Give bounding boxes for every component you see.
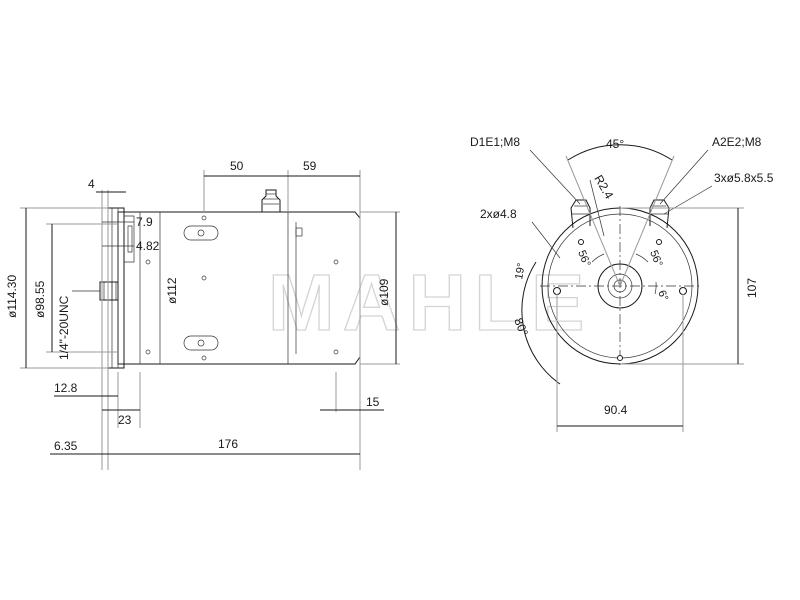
dim-112: ø112 — [165, 277, 179, 304]
mount-block-top — [183, 225, 219, 241]
label-holes-3x: 3xø5.8x5.5 — [714, 171, 774, 185]
flange-bracket — [124, 215, 135, 263]
rivet — [201, 215, 207, 221]
mount-hole — [617, 355, 623, 361]
dim-176: 176 — [218, 437, 238, 451]
dim-23: 23 — [118, 413, 132, 427]
label-d1e1: D1E1;M8 — [470, 135, 520, 149]
dim-90-4: 90.4 — [604, 403, 628, 417]
leader-3x — [663, 185, 713, 215]
terminal-d1e1 — [570, 199, 591, 229]
dim-15: 15 — [366, 395, 380, 409]
leader-r2-4 — [589, 179, 605, 237]
angle-ray — [619, 155, 675, 287]
label-angle-56-left: 56° — [575, 249, 592, 269]
dim-107: 107 — [745, 278, 759, 298]
angle-arc-56-right — [635, 253, 649, 263]
rivet — [145, 259, 151, 265]
rivet — [201, 275, 207, 281]
rivet — [201, 355, 207, 361]
rivet — [333, 349, 339, 355]
dim-4-82: 4.82 — [136, 239, 160, 253]
angle-ray — [565, 155, 621, 287]
dim-109: ø109 — [377, 278, 391, 306]
label-a2e2: A2E2;M8 — [712, 135, 762, 149]
leader-a2e2 — [659, 149, 709, 205]
angle-arc-6 — [654, 281, 657, 295]
leader-d1e1 — [529, 149, 581, 205]
side-view: 50 59 4 7.9 4.82 ø114.30 ø98.55 1/4"-20U… — [5, 159, 400, 470]
mount-hole — [553, 287, 561, 295]
label-angle-80: 80° — [511, 316, 531, 338]
dim-4: 4 — [88, 177, 95, 191]
mount-hole — [679, 287, 687, 295]
angle-arc-80 — [521, 261, 561, 385]
dim-12-8: 12.8 — [54, 381, 78, 395]
angle-arc-56-left — [591, 253, 605, 263]
brand-watermark: MAHLE — [268, 258, 592, 347]
terminal-stud — [261, 189, 281, 212]
terminal-a2e2 — [649, 199, 670, 229]
label-angle-56-right: 56° — [647, 249, 664, 269]
mount-hole — [656, 239, 662, 245]
leader-2x — [531, 221, 561, 259]
label-angle-6: 6° — [655, 289, 670, 303]
dim-59: 59 — [303, 159, 317, 173]
dim-114-30: ø114.30 — [5, 275, 19, 318]
rivet — [145, 349, 151, 355]
dim-7-9: 7.9 — [136, 215, 153, 229]
label-angle-19: 19° — [513, 262, 528, 280]
flange-slot — [127, 225, 133, 253]
label-r2-4: R2.4 — [591, 173, 616, 202]
dim-50: 50 — [230, 159, 244, 173]
dim-6-35: 6.35 — [54, 439, 78, 453]
mount-block-bottom — [183, 335, 219, 351]
dim-98-55: ø98.55 — [33, 280, 47, 318]
shaft — [99, 281, 119, 301]
angle-arc-45 — [567, 144, 673, 161]
label-holes-2x: 2xø4.8 — [480, 207, 517, 221]
rivet — [333, 259, 339, 265]
label-angle-45: 45° — [606, 137, 624, 151]
body-notch — [295, 227, 303, 237]
dim-thread: 1/4"-20UNC — [57, 295, 71, 360]
mount-hole — [578, 239, 584, 245]
